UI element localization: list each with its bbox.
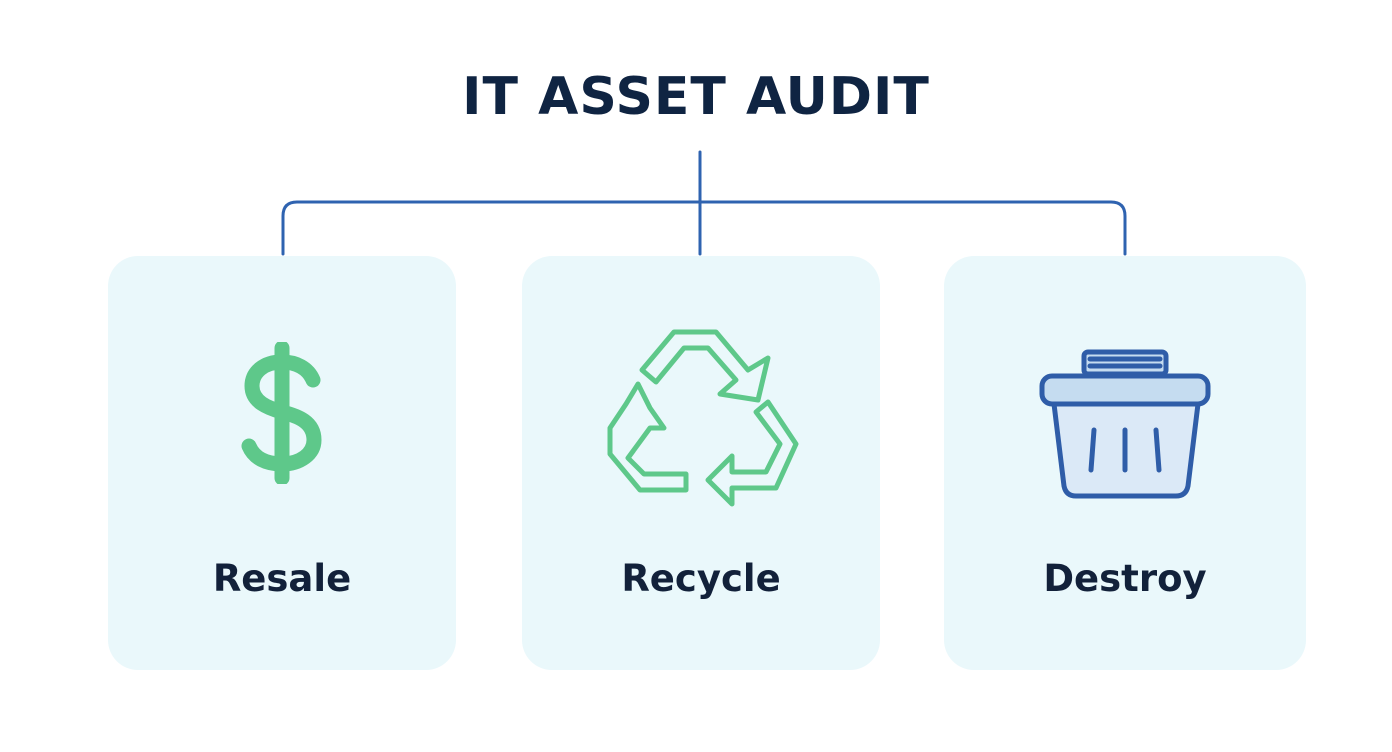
recycle-label: Recycle [621,557,781,600]
diagram-title: IT ASSET AUDIT [462,67,930,127]
branch-line [281,200,1127,256]
dollar-sign-icon [241,342,322,484]
destroy-label: Destroy [1043,557,1207,600]
resale-card: Resale [108,256,456,670]
resale-label: Resale [212,557,352,600]
resale-icon-area [108,256,456,536]
recycle-icon-area [522,256,880,536]
recycle-icon [607,329,799,507]
trash-bin-icon [1039,349,1211,499]
destroy-card: Destroy [944,256,1306,670]
destroy-icon-area [944,256,1306,536]
recycle-card: Recycle [522,256,880,670]
